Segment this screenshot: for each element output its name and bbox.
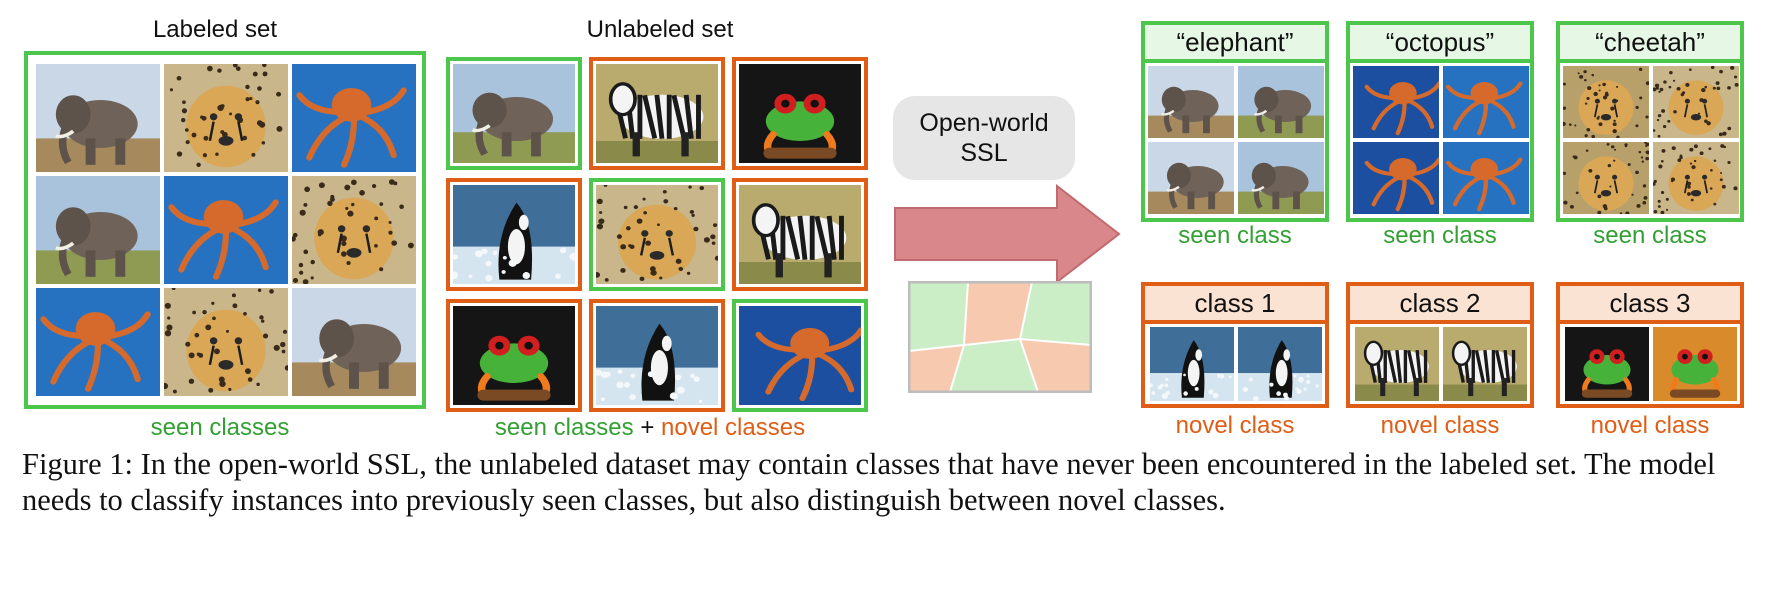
unlabeled-tile-seen: [732, 299, 868, 412]
arrow-right-icon: [894, 184, 1121, 285]
orca-photo: [596, 306, 718, 405]
seen-class-title: “elephant”: [1141, 21, 1329, 63]
method-pill: Open-world SSL: [893, 96, 1075, 180]
unlabeled-tile-novel: [732, 57, 868, 170]
novel-class-box: [1346, 320, 1534, 408]
octopus-photo: [739, 306, 861, 405]
octopus-photo: [164, 176, 288, 284]
elephant-photo: [1148, 142, 1234, 214]
figure-caption: Figure 1: In the open-world SSL, the unl…: [22, 447, 1716, 517]
frog-photo: [1565, 327, 1649, 401]
zebra-photo: [1443, 327, 1527, 401]
zebra-photo: [596, 64, 718, 163]
labeled-set-box: [24, 51, 426, 409]
octopus-photo: [1443, 142, 1529, 214]
footer-novel: novel classes: [661, 414, 806, 441]
cheetah-photo: [164, 64, 288, 172]
elephant-photo: [453, 64, 575, 163]
elephant-photo: [1148, 66, 1234, 138]
method-line2: SSL: [960, 139, 1008, 167]
seen-class-box: [1141, 59, 1329, 222]
elephant-photo: [36, 176, 160, 284]
labeled-set-heading: Labeled set: [152, 16, 278, 43]
labeled-footer: seen classes: [150, 414, 290, 441]
novel-class-box: [1141, 320, 1329, 408]
unlabeled-tile-novel: [446, 178, 582, 291]
orca-photo: [1238, 327, 1322, 401]
unlabeled-set-heading: Unlabeled set: [586, 16, 734, 43]
frog-photo: [1653, 327, 1737, 401]
novel-class-footer: novel class: [1590, 412, 1710, 439]
novel-class-footer: novel class: [1380, 412, 1500, 439]
region-partition-icon: [908, 281, 1092, 393]
elephant-photo: [1238, 142, 1324, 214]
cheetah-photo: [596, 185, 718, 284]
orca-photo: [1150, 327, 1234, 401]
novel-class-title: class 1: [1141, 282, 1329, 324]
novel-class-box: [1556, 320, 1744, 408]
method-line1: Open-world: [919, 109, 1049, 137]
cheetah-photo: [1653, 142, 1739, 214]
novel-class-title: class 3: [1556, 282, 1744, 324]
novel-class-title: class 2: [1346, 282, 1534, 324]
seen-class-footer: seen class: [1383, 222, 1497, 249]
zebra-photo: [1355, 327, 1439, 401]
cheetah-photo: [1563, 142, 1649, 214]
seen-class-title: “octopus”: [1346, 21, 1534, 63]
unlabeled-tile-novel: [589, 299, 725, 412]
cheetah-photo: [164, 288, 288, 396]
octopus-photo: [292, 64, 416, 172]
footer-seen: seen classes: [494, 414, 634, 441]
frog-photo: [739, 64, 861, 163]
orca-photo: [453, 185, 575, 284]
octopus-photo: [1353, 66, 1439, 138]
footer-plus: +: [633, 414, 662, 441]
seen-class-box: [1346, 59, 1534, 222]
elephant-photo: [1238, 66, 1324, 138]
unlabeled-tile-seen: [446, 57, 582, 170]
seen-class-footer: seen class: [1178, 222, 1292, 249]
cheetah-photo: [1563, 66, 1649, 138]
frog-photo: [453, 306, 575, 405]
seen-class-title: “cheetah”: [1556, 21, 1744, 63]
novel-class-footer: novel class: [1175, 412, 1295, 439]
seen-class-footer: seen class: [1593, 222, 1707, 249]
octopus-photo: [1353, 142, 1439, 214]
unlabeled-footer: seen classes + novel classes: [440, 414, 860, 442]
unlabeled-tile-seen: [589, 178, 725, 291]
cheetah-photo: [292, 176, 416, 284]
cheetah-photo: [1653, 66, 1739, 138]
elephant-photo: [292, 288, 416, 396]
elephant-photo: [36, 64, 160, 172]
unlabeled-tile-novel: [732, 178, 868, 291]
unlabeled-tile-novel: [446, 299, 582, 412]
unlabeled-tile-novel: [589, 57, 725, 170]
octopus-photo: [1443, 66, 1529, 138]
octopus-photo: [36, 288, 160, 396]
zebra-photo: [739, 185, 861, 284]
seen-class-box: [1556, 59, 1744, 222]
